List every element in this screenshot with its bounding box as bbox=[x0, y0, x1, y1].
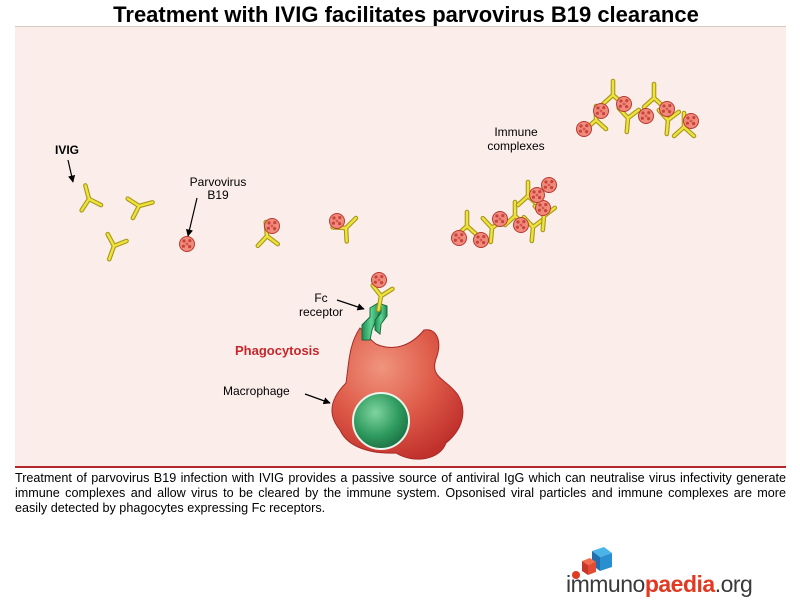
fc-receptor-label-2: receptor bbox=[299, 305, 343, 319]
parvovirus-label-2: B19 bbox=[207, 188, 229, 202]
parvovirus-particle bbox=[179, 236, 195, 252]
immune-complexes-label-2: complexes bbox=[487, 139, 544, 153]
logo-text-paedia: paedia bbox=[644, 571, 715, 597]
logo-cubes-icon bbox=[572, 547, 612, 579]
phagocytosis-label: Phagocytosis bbox=[235, 343, 320, 358]
immune-complex-middle bbox=[451, 177, 557, 248]
parvovirus-arrow bbox=[185, 197, 198, 237]
immune-complexes-label: Immune bbox=[494, 125, 538, 139]
caption-divider bbox=[15, 466, 786, 468]
logo-text-immuno: immuno bbox=[566, 571, 645, 597]
logo-text-org: .org bbox=[714, 571, 753, 597]
figure-caption: Treatment of parvovirus B19 infection wi… bbox=[15, 471, 786, 515]
immune-complex-top bbox=[576, 81, 699, 137]
diagram-title: Treatment with IVIG facilitates parvovir… bbox=[113, 2, 699, 27]
receptor-bound-antibody bbox=[369, 272, 393, 312]
fc-receptor-icon bbox=[361, 302, 388, 341]
fc-receptor-label: Fc bbox=[314, 291, 327, 305]
ivig-arrow bbox=[67, 159, 76, 183]
fc-receptor-arrow bbox=[336, 299, 365, 311]
macrophage-label: Macrophage bbox=[223, 384, 290, 398]
ivig-label: IVIG bbox=[55, 143, 79, 157]
immunopaedia-logo: immunopaedia.org bbox=[566, 545, 786, 597]
logo-text: immunopaedia.org bbox=[566, 571, 753, 597]
macrophage-nucleus bbox=[352, 392, 410, 450]
opsonised-virus-1 bbox=[256, 218, 280, 246]
ivig-antibodies bbox=[76, 183, 155, 263]
opsonised-virus-2 bbox=[329, 211, 363, 241]
parvovirus-label: Parvovirus bbox=[190, 175, 247, 189]
macrophage-arrow bbox=[304, 393, 331, 405]
